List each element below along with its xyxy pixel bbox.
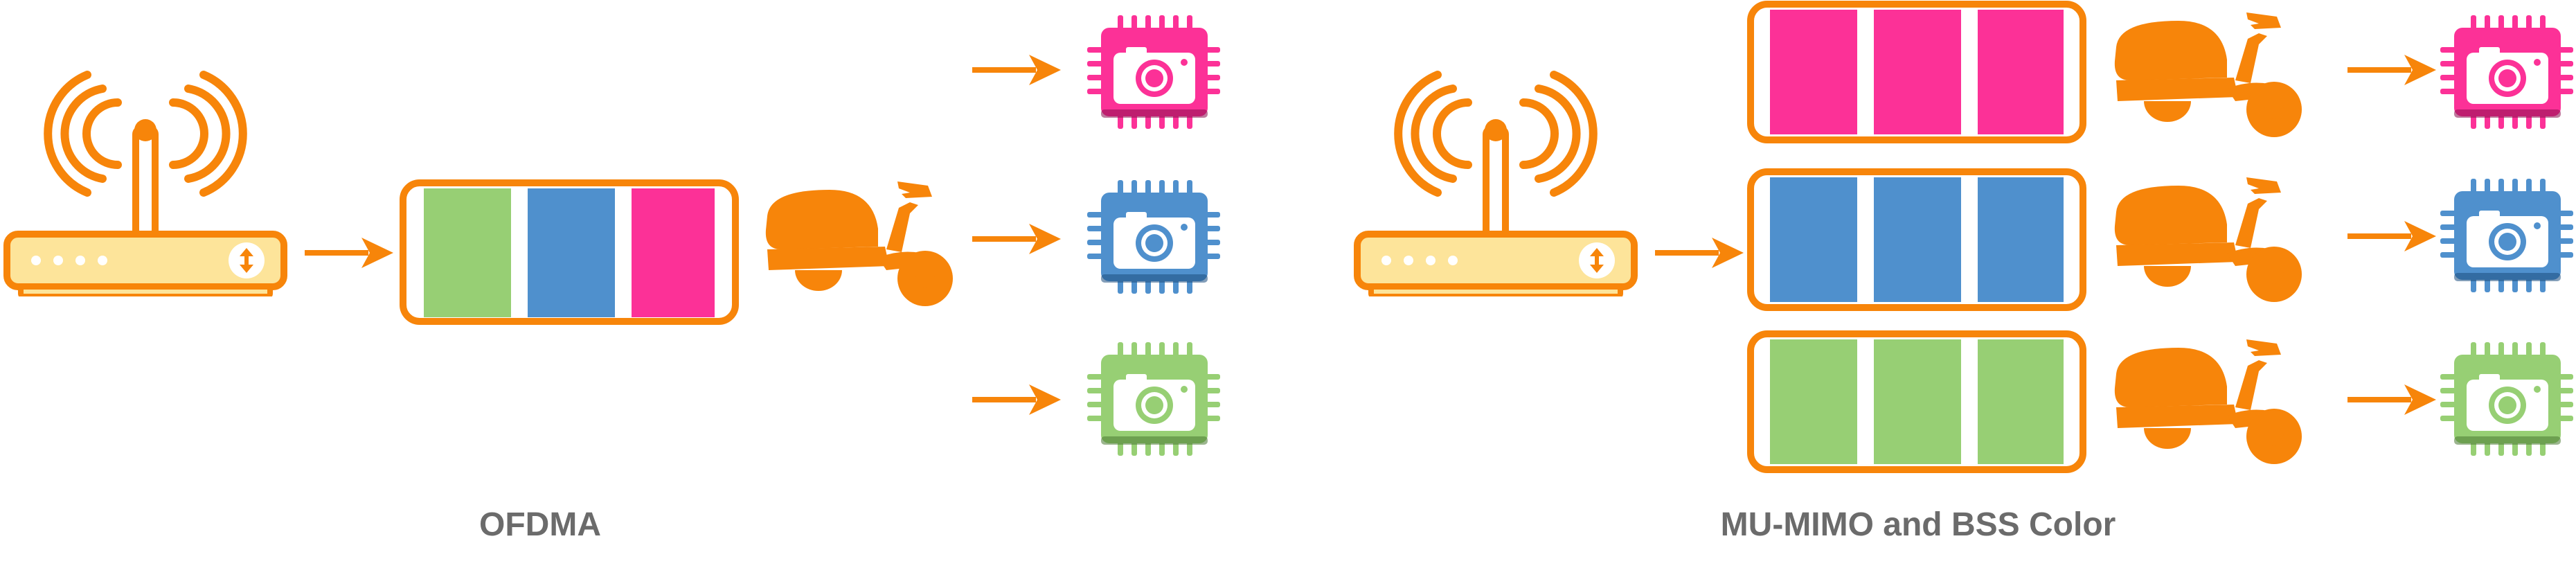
camera-chip-icon-blue: [2440, 179, 2573, 292]
stream-blue: [1747, 168, 2086, 311]
arrow-right-icon: [972, 224, 1061, 254]
ofdma-section: [7, 15, 1220, 456]
mu-mimo-section: [1357, 1, 2573, 473]
caption-mu-mimo: MU-MIMO and BSS Color: [1720, 506, 2116, 543]
scooter-icon: [2114, 339, 2302, 464]
arrow-right-icon: [305, 238, 393, 268]
stream-pink: [1747, 1, 2086, 143]
camera-chip-icon-pink: [2440, 15, 2573, 129]
arrow-right-icon: [2347, 384, 2436, 415]
packet-segment-pink: [632, 188, 715, 317]
wifi-router-icon: [1357, 75, 1634, 296]
caption-ofdma: OFDMA: [479, 506, 601, 543]
stream-green: [1747, 330, 2086, 473]
camera-chip-icon-green: [1087, 342, 1220, 456]
ofdma-packet: [400, 179, 739, 325]
arrow-right-icon: [972, 55, 1061, 85]
arrow-right-icon: [972, 384, 1061, 415]
arrow-right-icon: [1655, 238, 1744, 268]
camera-chip-icon-blue: [1087, 180, 1220, 294]
packet-segment-blue: [528, 188, 615, 317]
camera-chip-icon-green: [2440, 342, 2573, 456]
scooter-icon: [2114, 177, 2302, 302]
camera-chip-icon-pink: [1087, 15, 1220, 129]
scooter-icon: [2114, 12, 2302, 137]
arrow-right-icon: [2347, 221, 2436, 251]
packet-segment-green: [424, 188, 511, 317]
scooter-icon: [765, 181, 953, 306]
wifi-router-icon: [7, 75, 284, 296]
arrow-right-icon: [2347, 55, 2436, 85]
